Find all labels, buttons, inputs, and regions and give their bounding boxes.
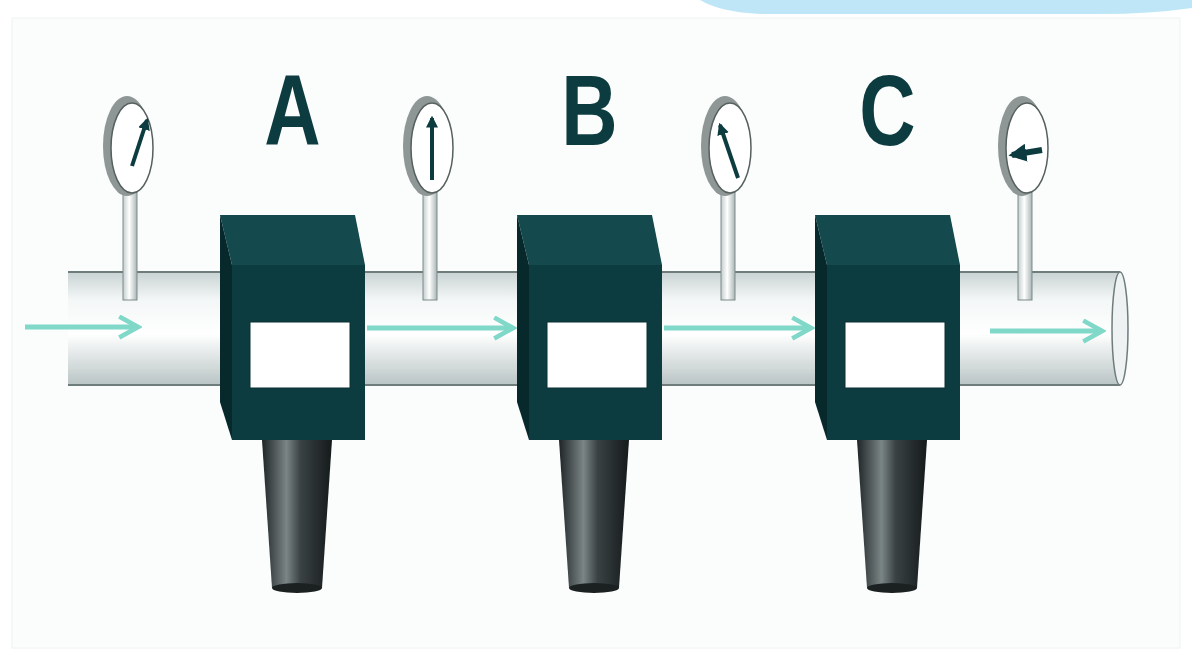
gauge-needle: [720, 125, 738, 178]
pressure-gauge: [998, 96, 1048, 300]
pressure-gauge: [701, 96, 751, 300]
gauge-needle: [132, 120, 147, 166]
panel-ground: [12, 18, 1180, 648]
flow-arrow: [25, 325, 138, 330]
pipe-end: [1112, 272, 1128, 385]
filter-unit-node: C: [815, 60, 960, 440]
filter-unit: [517, 215, 662, 593]
filter-unit-node: A: [220, 60, 365, 440]
filter-unit: [220, 215, 365, 593]
pressure-gauge: [103, 96, 153, 300]
gauge-needle: [430, 118, 434, 180]
filter-unit: [815, 215, 960, 593]
unit-letter: B: [533, 60, 646, 160]
pressure-gauge: [403, 96, 453, 300]
unit-letter: A: [236, 60, 349, 160]
unit-letter: C: [831, 60, 944, 160]
corner-band: [700, 0, 1192, 14]
flow-arrow: [664, 326, 811, 331]
flow-arrow: [367, 326, 513, 331]
flow-arrow: [990, 329, 1102, 334]
gauge-needle: [1012, 150, 1042, 155]
filter-unit-node: B: [517, 60, 662, 440]
